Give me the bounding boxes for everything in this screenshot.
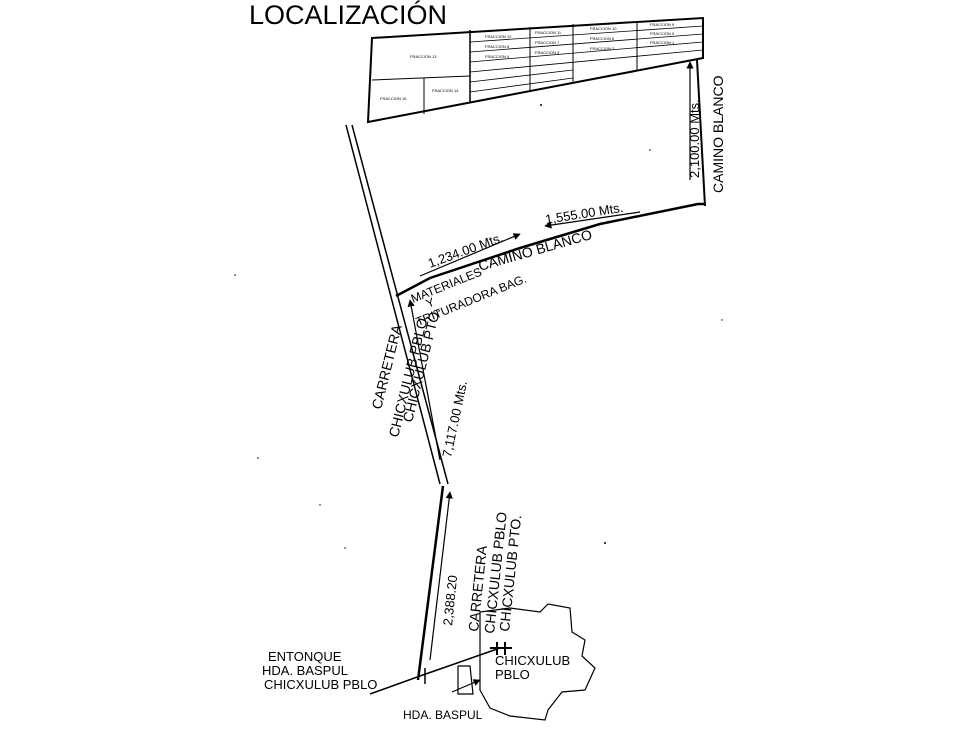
label-hda-baspul: HDA. BASPUL (403, 708, 483, 722)
arrow-1555 (544, 211, 641, 229)
parcel-labels: FRACCION 13 FRACCION 15 FRACCION 14 FRAC… (380, 22, 675, 101)
scan-noise (234, 104, 723, 549)
parcel-label: FRACCION 1 (650, 40, 675, 45)
arrow-hda-baspul (451, 679, 481, 693)
hacienda-parcel (457, 665, 474, 695)
parcel-divider-h1 (371, 75, 471, 81)
label-entronque-1: ENTONQUE (268, 649, 342, 664)
parcel-label: FRACCION 11 (535, 30, 562, 35)
dimension-arrows (407, 61, 694, 693)
parcel-label: FRACCION 3 (535, 50, 560, 55)
lower-highway (416, 485, 445, 681)
parcel-label: FRACCION 10 (590, 26, 617, 31)
parcel-label: FRACCION 12 (485, 34, 512, 39)
north-road (696, 59, 706, 207)
arrow-1234 (419, 233, 521, 277)
parcel-label: FRACCION 7 (535, 40, 560, 45)
parcel-label: FRACCION 14 (432, 88, 459, 93)
label-town-1: CHICXULUB (495, 653, 570, 668)
upper-highway (345, 124, 449, 485)
parcel-block (366, 16, 704, 124)
parcel-label: FRACCION 6 (590, 36, 615, 41)
town-outline (479, 603, 596, 721)
parcel-label: FRACCION 9 (650, 22, 675, 27)
label-dist-2100: 2,100.00 Mts. (687, 99, 702, 178)
camino-blanco-road (395, 202, 705, 298)
label-dist-1555: 1,555.00 Mts. (544, 200, 624, 227)
parcel-outline (366, 16, 704, 124)
label-dist-7117: 7,117.00 Mts. (439, 379, 470, 458)
parcel-label: FRACCION 15 (380, 96, 407, 101)
label-entronque-3: CHICXULUB PBLO (264, 677, 377, 692)
parcel-label: FRACCION 5 (650, 31, 675, 36)
arrow-2388 (429, 491, 453, 661)
entronque-marker (369, 647, 501, 695)
label-camino-blanco-right: CAMINO BLANCO (710, 75, 726, 193)
label-entronque-2: HDA. BASPUL (262, 663, 348, 678)
arrow-7117 (407, 299, 441, 461)
parcel-label: FRACCION 2 (590, 46, 615, 51)
parcel-label: FRACCION 8 (485, 44, 510, 49)
map-title: LOCALIZACIÓN (249, 0, 447, 30)
label-dist-2388: 2,388.20 (440, 574, 460, 626)
parcel-label: FRACCION 13 (410, 54, 437, 59)
parcel-label: FRACCION 4 (485, 54, 510, 59)
label-town-2: PBLO (495, 667, 530, 682)
